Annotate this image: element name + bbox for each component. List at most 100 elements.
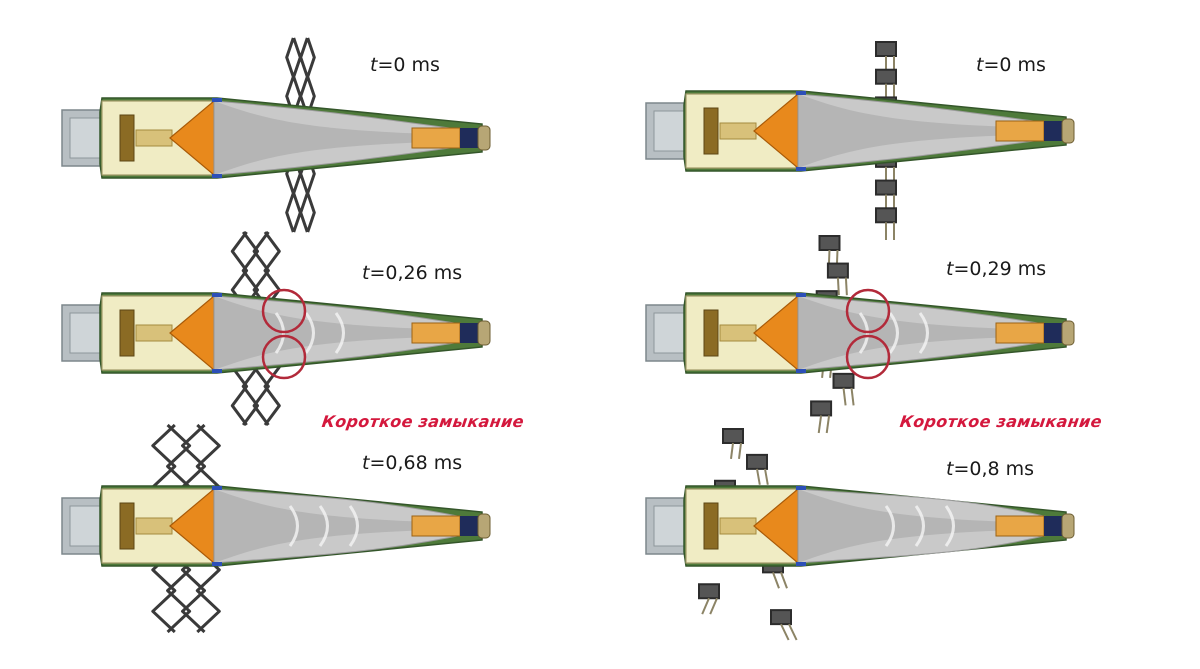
time-label-right-1: t=0,29 ms [946,258,1047,280]
slat-block [875,41,897,57]
retaining-ring [212,562,222,566]
cone-crease [288,505,299,547]
time-label-right-2: t=0,8 ms [946,458,1035,480]
slat-rod [836,277,840,296]
slat-rod [701,597,710,615]
fuze-inner [653,312,685,354]
slat-block [818,235,841,251]
nose-cap [1044,121,1062,141]
fuze-inner [69,505,101,547]
slat-rod [730,442,734,459]
retaining-ring [212,293,222,297]
slat-rod [788,623,798,641]
retaining-ring [212,369,222,373]
fuze-inner [653,505,685,547]
nose-cap [1044,516,1062,536]
cone-crease [318,505,329,547]
retaining-ring [796,167,806,171]
short-circuit-label-left: Короткое замыкание [320,412,526,431]
short-circuit-circle-bottom [845,334,891,380]
slat-rod [709,597,718,615]
slat-block [810,400,833,417]
retaining-ring [212,98,222,102]
detonator-channel [135,517,173,535]
projectile [645,90,1075,172]
fuze-inner [69,117,101,159]
slat-rod [780,623,790,641]
booster-plate [119,114,135,162]
time-label-left-0: t=0 ms [370,54,440,76]
nose-tip [1061,118,1075,144]
cone-crease [944,505,955,547]
detonator-channel [719,324,757,342]
short-circuit-circle-bottom [261,334,307,380]
cone-crease [304,312,315,354]
slat-rod [780,572,788,589]
nose-cap [460,323,478,343]
slat-rod [825,415,831,434]
nose-tip [477,513,491,539]
retaining-ring [796,486,806,490]
slat-rod [850,387,855,406]
fuze-inner [69,312,101,354]
slat-rod [842,387,847,406]
nose-fuze [995,322,1045,344]
projectile [61,97,491,179]
cone-crease [348,505,359,547]
projectile [61,485,491,567]
time-label-left-1: t=0,26 ms [362,262,463,284]
slat-rod [844,277,848,296]
slat-rod [817,415,823,434]
slat-block [698,583,720,600]
slat-rod [756,468,761,485]
nose-fuze [995,515,1045,537]
nose-fuze [995,120,1045,142]
retaining-ring [796,91,806,95]
slat-block [770,609,792,626]
cone-shading [214,101,472,175]
cone-crease [884,505,895,547]
projectile [61,292,491,374]
nose-tip [1061,513,1075,539]
cone-crease [334,312,345,354]
slat-rod [764,468,769,485]
detonator-channel [135,129,173,147]
slat-block [875,207,897,224]
nose-cap [460,128,478,148]
time-label-left-2: t=0,68 ms [362,452,463,474]
cone-shading [214,489,472,563]
nose-tip [1061,320,1075,346]
detonator-channel [135,324,173,342]
retaining-ring [796,562,806,566]
cone-shading [798,94,1056,168]
cone-crease [888,312,899,354]
nose-cap [460,516,478,536]
cone-shading [798,489,1056,563]
rounds-layer [61,90,1075,567]
retaining-ring [796,293,806,297]
short-circuit-circle-top [261,288,307,334]
slat-block [722,428,744,444]
slat-rod [738,442,742,459]
detonator-channel [719,517,757,535]
retaining-ring [212,174,222,178]
nose-tip [477,320,491,346]
slat-block [875,68,897,85]
booster-plate [119,502,135,550]
short-circuit-circle-top [845,288,891,334]
projectile [645,292,1075,374]
slat-block [875,179,897,196]
detonator-channel [719,122,757,140]
slat-block [826,262,849,279]
cone-crease [914,505,925,547]
short-circuit-label-right: Короткое замыкание [898,412,1104,431]
slat-block [832,372,855,389]
nose-fuze [411,515,461,537]
fuze-inner [653,110,685,152]
booster-plate [703,502,719,550]
nose-cap [1044,323,1062,343]
booster-plate [119,309,135,357]
projectile [645,485,1075,567]
booster-plate [703,309,719,357]
